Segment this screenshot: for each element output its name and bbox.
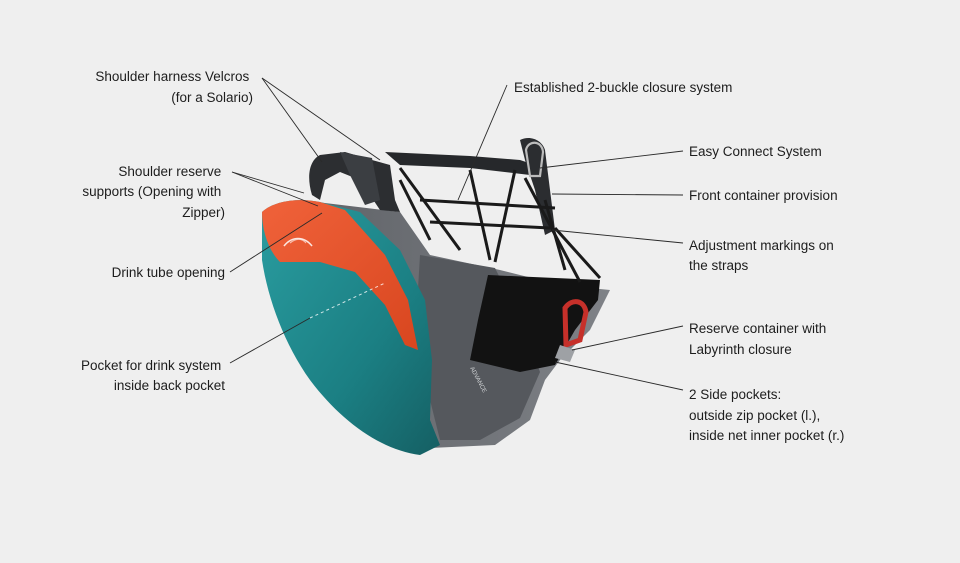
leader-drink-tube [229,212,323,273]
harness-illustration: ADVANCE [262,138,610,455]
leader-side-pockets [554,361,684,391]
callouts-left: Shoulder harness Velcros (for a Solario)… [81,69,253,393]
leader-easy-connect [539,150,684,169]
callouts-right: Established 2-buckle closure system Easy… [514,80,844,443]
harness-back-protector [262,200,440,455]
reserve-handle [562,299,589,349]
webbing-straps [398,167,602,283]
leader-front-container [551,193,684,196]
callout-reserve-container: Reserve container with Labyrinth closure [689,321,830,357]
leader-reserve-supports-2 [231,171,319,207]
callout-easy-connect: Easy Connect System [689,144,822,159]
callout-side-pockets: 2 Side pockets: outside zip pocket (l.),… [689,387,844,443]
callout-drink-tube-opening: Drink tube opening [112,265,225,280]
leader-lines [229,77,684,391]
callout-drink-system-pocket: Pocket for drink system inside back pock… [81,358,225,393]
callout-front-container: Front container provision [689,188,838,203]
leader-reserve-container [571,325,684,351]
leader-velcros-1 [261,77,323,163]
callout-shoulder-velcros: Shoulder harness Velcros (for a Solario) [95,69,253,105]
callout-shoulder-reserve-supports: Shoulder reserve supports (Opening with … [82,164,225,220]
drink-pocket-line [309,282,386,319]
leader-buckle [457,84,508,201]
leader-drink-pocket [229,317,311,364]
leader-velcros-2 [261,77,381,161]
callout-buckle-closure: Established 2-buckle closure system [514,80,732,95]
harness-top-frame [385,152,535,175]
callout-adjustment-markings: Adjustment markings on the straps [689,238,838,273]
leader-adjustment [551,229,684,244]
leader-reserve-supports-1 [231,171,305,194]
logo-mark [283,237,313,247]
harness-seat [470,275,600,372]
carabiner [524,141,545,178]
harness-orange-panel [262,200,418,350]
